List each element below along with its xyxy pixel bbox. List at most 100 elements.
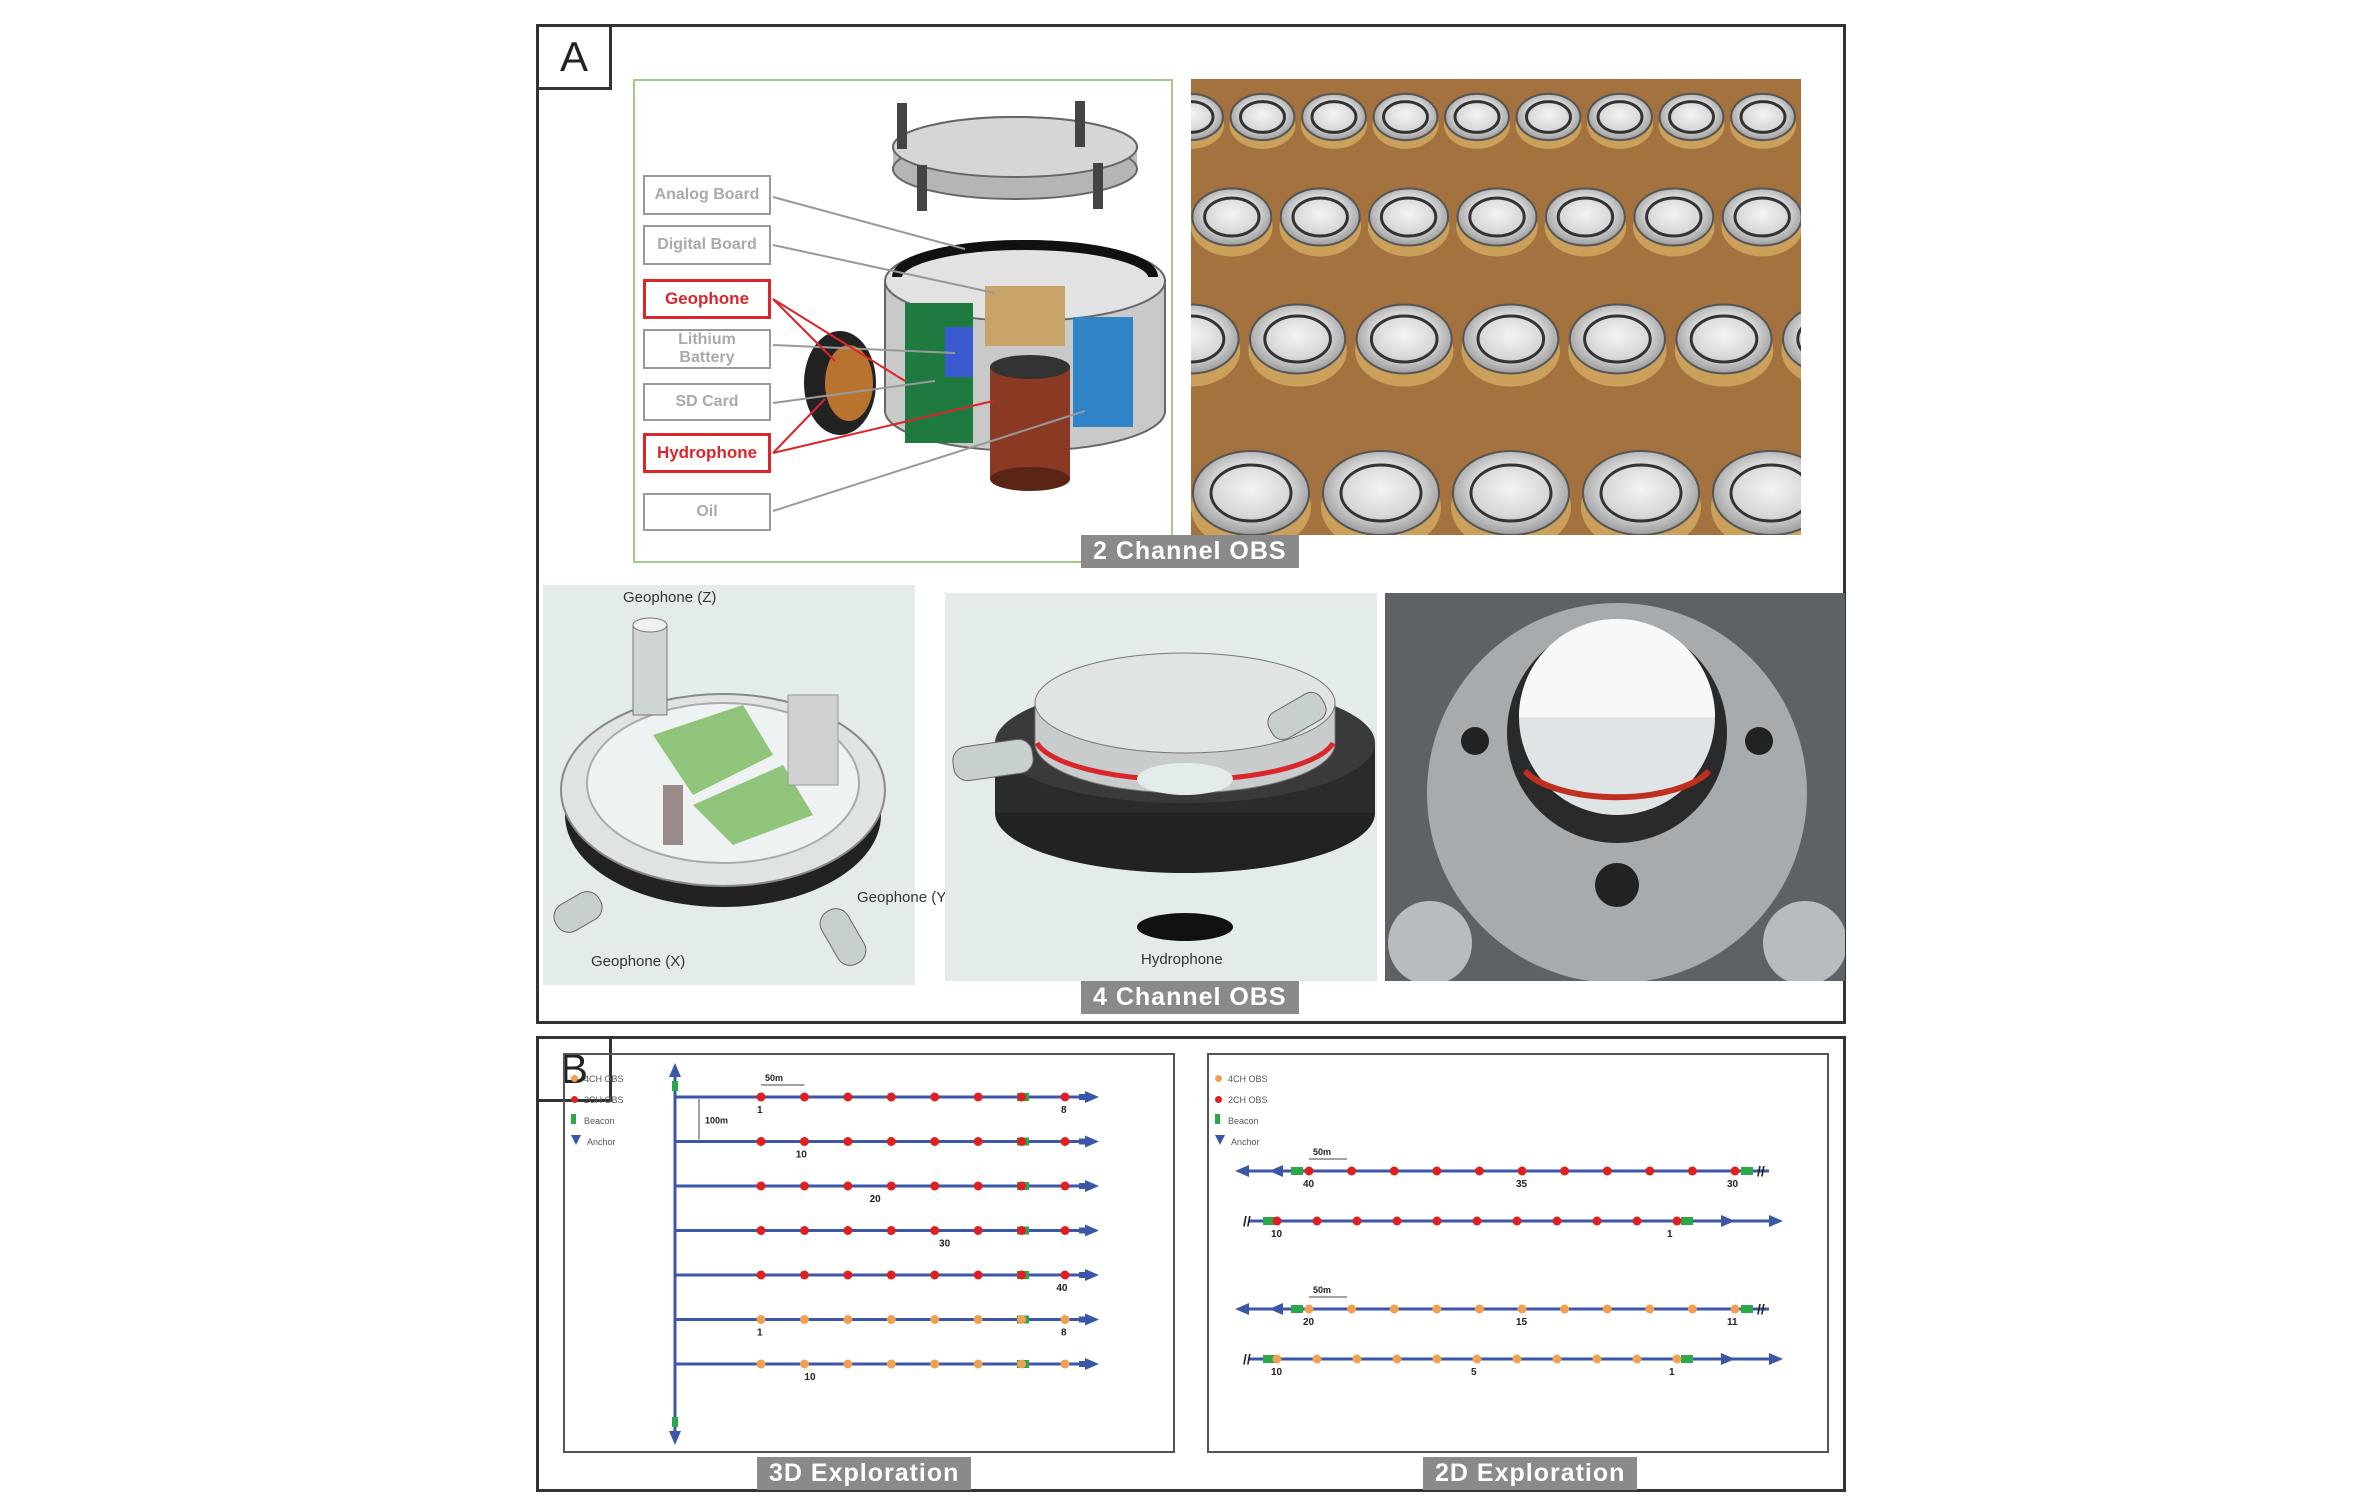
legend-2d-item: Beacon <box>1215 1111 1268 1132</box>
legend-2d-label-beacon: Beacon <box>1228 1116 1259 1126</box>
obs-dot <box>973 1270 983 1280</box>
anchor-arrow-shaft <box>1079 1183 1087 1189</box>
line-break-mark: // <box>1757 1163 1765 1179</box>
obs-dot <box>1552 1216 1562 1226</box>
label-oil: Oil <box>643 493 771 531</box>
obs-dot <box>1060 1226 1070 1235</box>
obs-dot <box>1474 1166 1484 1176</box>
obs-dot <box>1352 1354 1362 1364</box>
obs-dot <box>799 1137 809 1146</box>
obs-dot <box>930 1270 940 1280</box>
obs-dot <box>756 1315 766 1324</box>
caption-2d-exploration: 2D Exploration <box>1423 1457 1638 1490</box>
caption-4-channel-obs: 4 Channel OBS <box>1081 981 1299 1014</box>
obs-2ch-drawing <box>772 101 1166 512</box>
anchor-arrow-shaft <box>1079 1138 1087 1145</box>
legend-3d-item: 4CH OBS <box>571 1069 624 1090</box>
obs-dot <box>973 1315 983 1324</box>
obs-index-label: 10 <box>1271 1229 1283 1240</box>
obs-dot <box>886 1359 896 1369</box>
anchor-arrow-icon <box>1215 1135 1225 1145</box>
obs-index-label: 15 <box>1516 1317 1528 1328</box>
beacon-icon <box>1291 1305 1303 1313</box>
obs-dot <box>1730 1304 1740 1314</box>
obs-unit-ring <box>1339 463 1423 523</box>
label-hydrophone-4ch: Hydrophone <box>1141 951 1223 968</box>
obs-unit-ring <box>1668 100 1715 134</box>
obs-index-label: 40 <box>1056 1283 1068 1294</box>
beacon-icon <box>1681 1217 1693 1225</box>
beacon-icon <box>1263 1217 1275 1225</box>
obs-4ch-geophone-drawing <box>553 617 886 966</box>
panel-a-tag: A <box>539 27 612 90</box>
obs-unit-housing <box>1191 92 1224 142</box>
obs-index-label: 1 <box>1669 1367 1675 1378</box>
obs-unit-ring <box>1453 100 1501 134</box>
obs-4ch-photo-drawing <box>1385 593 1845 981</box>
obs-unit-ring <box>1596 100 1644 134</box>
obs-unit-ring <box>1263 314 1332 364</box>
obs-dot <box>1017 1137 1027 1146</box>
obs-dot <box>930 1359 940 1369</box>
beacon-icon <box>1263 1355 1275 1363</box>
obs-dot <box>799 1315 809 1324</box>
obs-index-label: 10 <box>796 1150 808 1161</box>
obs-dot <box>1060 1315 1070 1324</box>
obs-2ch-exploded-diagram: Analog Board Digital Board Geophone Lith… <box>633 79 1173 563</box>
obs-dot <box>1272 1354 1282 1364</box>
obs-2ch-photo-drawing <box>1191 92 1801 535</box>
obs-dot <box>1687 1304 1697 1314</box>
label-analog-board: Analog Board <box>643 175 771 215</box>
obs-dot <box>1060 1359 1070 1369</box>
obs-dot <box>799 1092 809 1102</box>
obs-unit-ring <box>1310 100 1358 134</box>
obs-unit-ring <box>1369 314 1439 364</box>
legend-3d-label-2ch: 2CH OBS <box>584 1095 624 1105</box>
obs-index-label: 11 <box>1727 1317 1738 1328</box>
obs-dot <box>1304 1166 1314 1176</box>
obs-dot <box>1552 1354 1562 1364</box>
obs-dot <box>886 1137 896 1146</box>
obs-dot <box>886 1315 896 1324</box>
obs-unit-ring <box>1525 100 1572 134</box>
obs-dot <box>843 1359 853 1369</box>
obs-dot <box>756 1092 766 1102</box>
legend-2d: 4CH OBS 2CH OBS Beacon Anchor <box>1215 1069 1268 1153</box>
obs-unit-ring <box>1468 196 1526 238</box>
obs-dot <box>1672 1354 1682 1364</box>
obs-dot <box>1602 1304 1612 1314</box>
obs-dot <box>1645 1304 1655 1314</box>
obs-2ch-photo <box>1191 79 1801 535</box>
label-lithium-battery: Lithium Battery <box>643 329 771 369</box>
beacon-icon <box>672 1417 678 1427</box>
red-dot-icon <box>1215 1096 1222 1103</box>
obs-dot <box>1312 1216 1322 1226</box>
obs-unit-ring <box>1469 463 1553 523</box>
obs-dot <box>1352 1216 1362 1226</box>
beacon-icon <box>571 1114 576 1124</box>
anchor-arrow-shaft <box>1079 1272 1087 1278</box>
obs-index-label: 30 <box>1727 1179 1739 1190</box>
beacon-icon <box>1741 1305 1753 1313</box>
legend-3d-item: Beacon <box>571 1111 624 1132</box>
obs-dot <box>1472 1216 1482 1226</box>
obs-unit-ring <box>1733 196 1791 238</box>
obs-dot <box>756 1226 766 1235</box>
obs-index-label: 5 <box>1471 1367 1477 1378</box>
spacing-label: 50m <box>765 1073 783 1083</box>
obs-dot <box>1432 1304 1442 1314</box>
obs-dot <box>1017 1092 1027 1102</box>
obs-dot <box>1517 1304 1527 1314</box>
obs-index-label: 40 <box>1303 1179 1315 1190</box>
obs-index-label: 1 <box>1667 1229 1673 1240</box>
anchor-arrow-icon <box>1721 1353 1735 1365</box>
obs-dot <box>756 1137 766 1146</box>
obs-dot <box>1592 1216 1602 1226</box>
obs-dot <box>1060 1270 1070 1280</box>
obs-dot <box>1060 1137 1070 1146</box>
caption-3d-exploration: 3D Exploration <box>757 1457 972 1490</box>
obs-dot <box>1687 1166 1697 1176</box>
legend-3d-item: Anchor <box>571 1132 624 1153</box>
anchor-arrow-icon <box>1269 1303 1283 1315</box>
